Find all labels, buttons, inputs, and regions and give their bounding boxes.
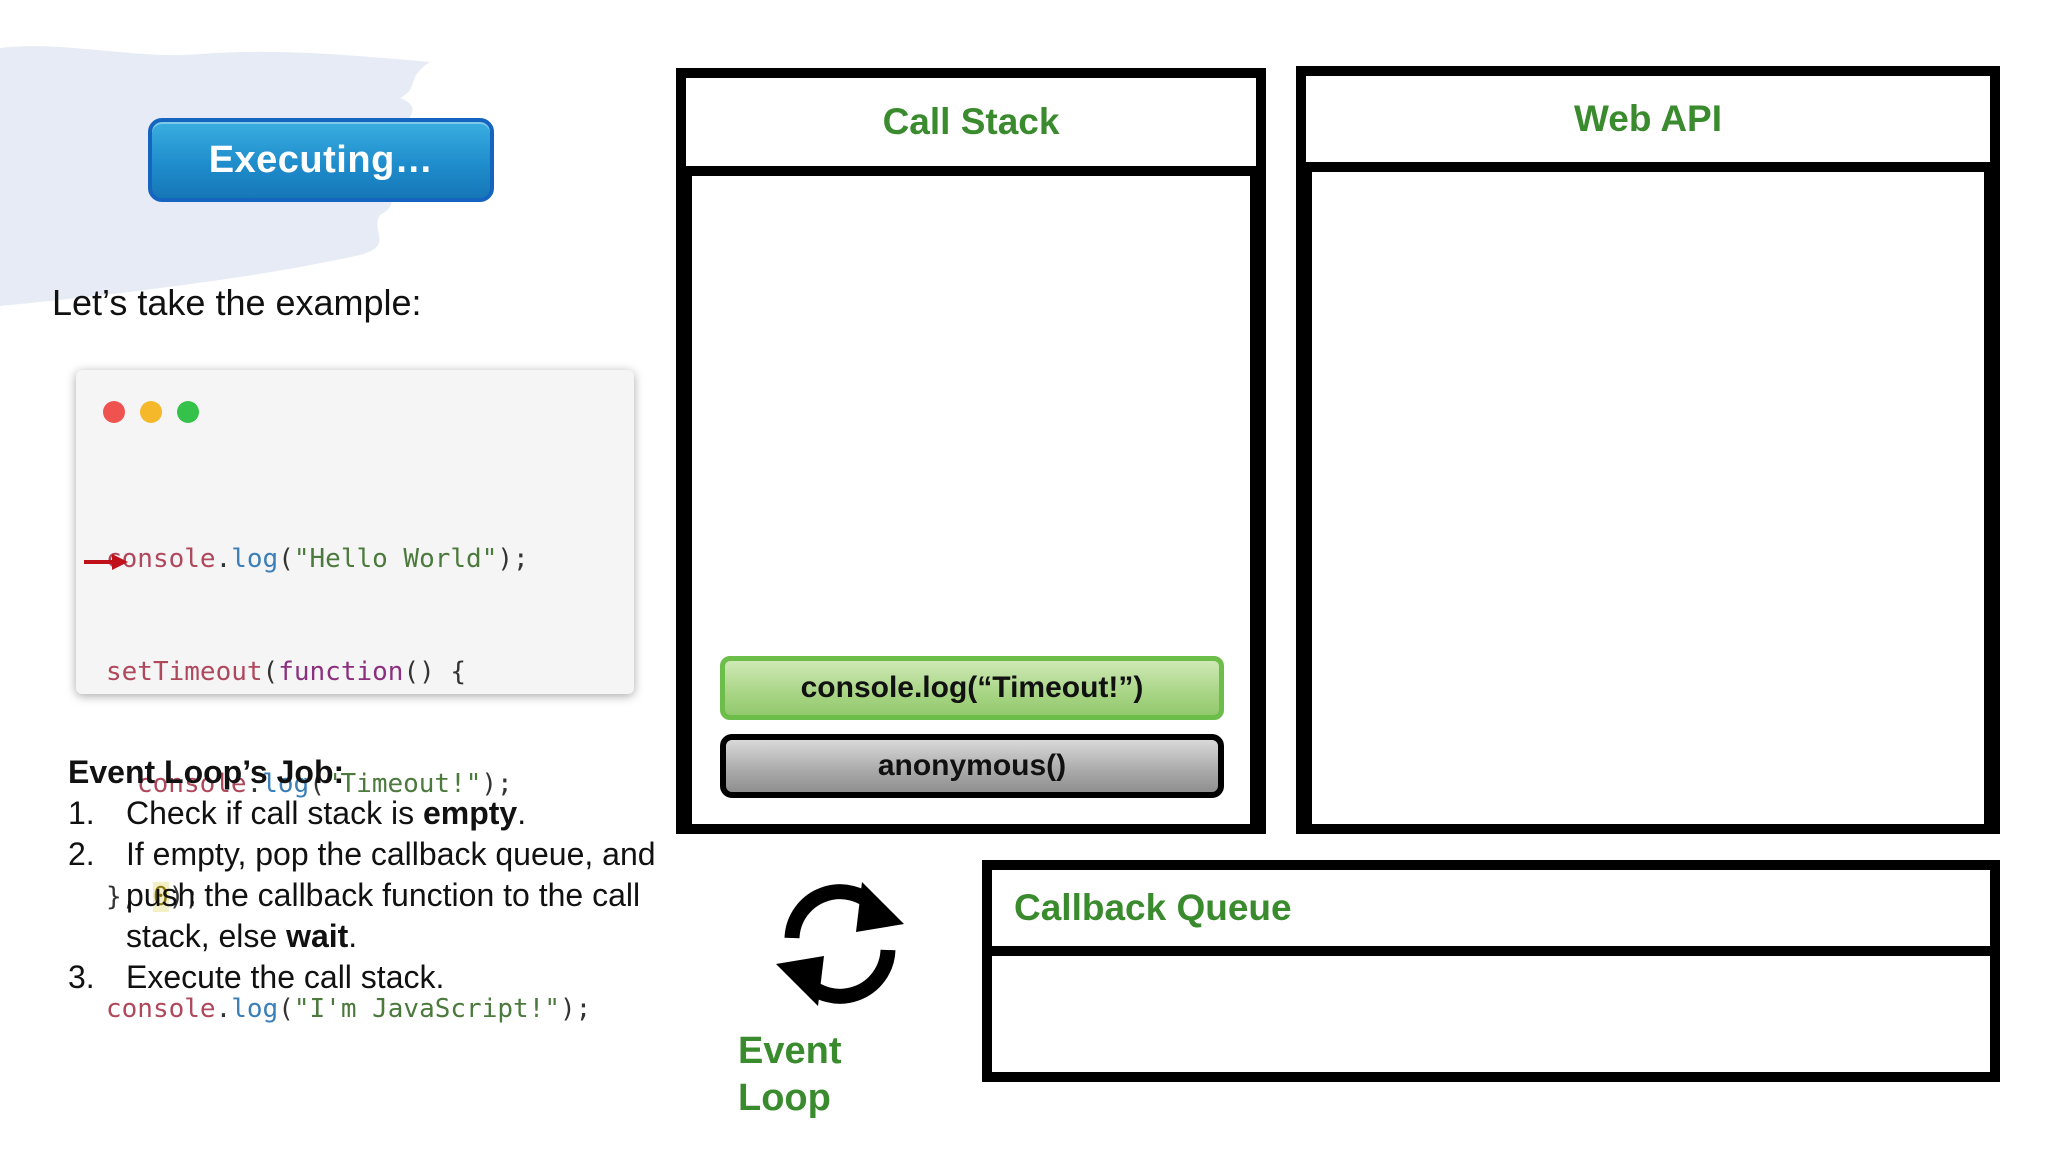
- callback-queue-title: Callback Queue: [992, 870, 1990, 956]
- event-loop-job-list: Event Loop’s Job: 1. Check if call stack…: [68, 752, 666, 998]
- web-api-body: [1306, 162, 1990, 824]
- web-api-title: Web API: [1306, 76, 1990, 172]
- code-token: "Timeout!": [324, 769, 482, 799]
- code-token: );: [559, 994, 592, 1024]
- call-stack-body: [686, 166, 1256, 824]
- current-line-arrow-icon: [84, 554, 128, 570]
- code-token: "I'm JavaScript!": [293, 994, 560, 1024]
- code-token: log: [262, 769, 310, 799]
- list-item-text-part: Check if call stack is: [126, 795, 423, 831]
- code-line: console.log("I'm JavaScript!");: [106, 991, 591, 1029]
- list-item: 2. If empty, pop the callback queue, and…: [68, 834, 666, 957]
- web-api-panel: Web API: [1296, 66, 2000, 834]
- code-token: setTimeout: [106, 656, 263, 687]
- list-item-text-part: If empty, pop the callback queue, and pu…: [126, 836, 656, 954]
- code-token: );: [497, 544, 529, 574]
- code-token: (: [262, 656, 279, 687]
- refresh-icon: [776, 882, 904, 1006]
- code-block: console.log("Hello World"); setTimeout(f…: [106, 466, 591, 1104]
- code-token: 0: [152, 881, 169, 912]
- event-loop-label-line: Loop: [738, 1077, 831, 1119]
- callback-queue-panel: Callback Queue: [982, 860, 2000, 1082]
- intro-text: Let’s take the example:: [52, 282, 422, 323]
- code-token: );: [481, 769, 513, 799]
- code-token: console: [137, 769, 247, 799]
- list-item-text-part: Execute the call stack.: [126, 959, 445, 995]
- code-token: function: [278, 656, 404, 687]
- list-item-emphasis: empty: [422, 795, 518, 831]
- list-item-text-part: .: [348, 918, 358, 954]
- call-stack-frame-anonymous: anonymous(): [720, 734, 1224, 798]
- code-token: );: [168, 881, 200, 912]
- list-item: 3. Execute the call stack.: [68, 957, 666, 998]
- code-line: console.log("Hello World");: [106, 541, 591, 579]
- event-loop-job-title: Event Loop’s Job:: [68, 754, 345, 790]
- code-token: "Hello World": [293, 544, 498, 574]
- code-token: console: [106, 544, 216, 574]
- list-item-text: Check if call stack is empty.: [126, 793, 666, 834]
- code-token: () {: [403, 656, 467, 687]
- list-item: 1. Check if call stack is empty.: [68, 793, 666, 834]
- window-maximize-dot-icon: [177, 401, 199, 423]
- list-item-number: 2.: [68, 836, 95, 872]
- executing-status-button[interactable]: Executing…: [148, 118, 494, 202]
- code-token: },: [106, 881, 153, 912]
- code-token: .: [215, 544, 232, 574]
- window-minimize-dot-icon: [140, 401, 162, 423]
- code-line: }, 0);: [106, 879, 591, 917]
- executing-status-label: Executing…: [208, 138, 434, 181]
- list-item-text-part: .: [517, 795, 527, 831]
- code-line-current: console.log("Timeout!");: [106, 766, 591, 804]
- code-token: .: [215, 994, 232, 1024]
- call-stack-title: Call Stack: [686, 78, 1256, 176]
- list-item-number: 1.: [68, 795, 95, 831]
- list-item-number: 3.: [68, 959, 95, 995]
- code-token: (: [278, 994, 294, 1024]
- code-token: log: [231, 994, 279, 1024]
- code-window: console.log("Hello World"); setTimeout(f…: [76, 370, 634, 1024]
- list-item-emphasis: wait: [286, 918, 349, 954]
- code-token: console: [106, 994, 216, 1024]
- call-stack-frame-timeout: console.log(“Timeout!”): [720, 656, 1224, 720]
- code-line: setTimeout(function() {: [106, 654, 591, 692]
- code-token: log: [231, 544, 279, 574]
- event-loop-label-line: Event: [738, 1030, 842, 1072]
- window-close-dot-icon: [103, 401, 125, 423]
- code-token: .: [246, 769, 263, 799]
- list-item-text: If empty, pop the callback queue, and pu…: [126, 834, 666, 957]
- event-loop-label: Event Loop: [738, 1028, 898, 1122]
- list-item-text: Execute the call stack.: [126, 957, 666, 998]
- code-token: (: [309, 769, 325, 799]
- code-token: (: [278, 544, 294, 574]
